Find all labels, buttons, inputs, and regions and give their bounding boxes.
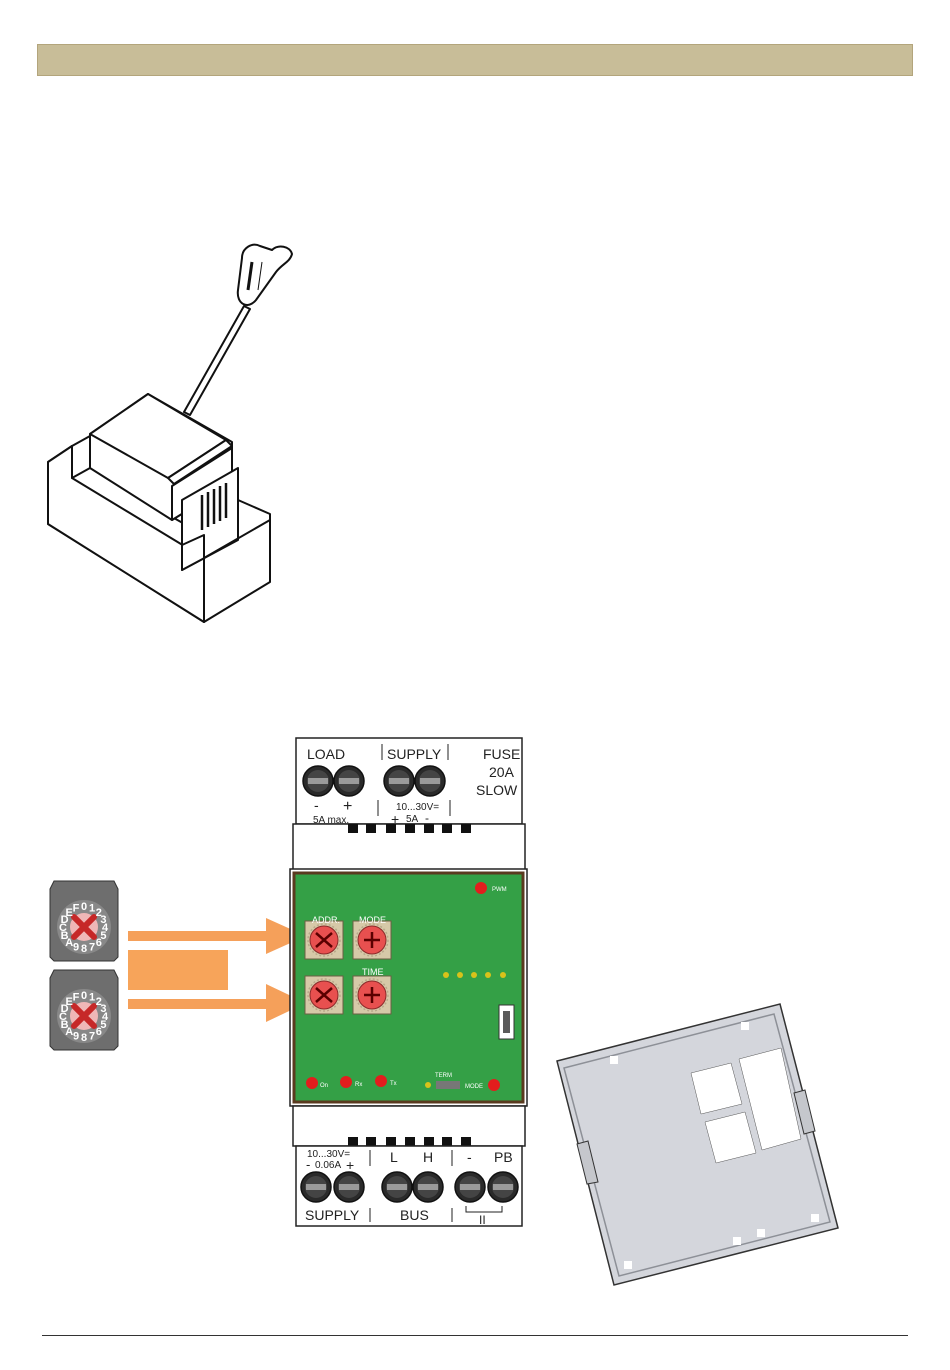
supply-plus-bottom-label: + [346,1157,354,1173]
supply-minus-bottom-label: - [306,1157,310,1172]
din-module: LOAD SUPPLY FUSE 20A SLOW - + 5A max. 10… [290,738,527,1227]
pb-label: PB [494,1149,513,1165]
rotary-digit: 1 [89,992,95,1004]
rotary-digit: 9 [73,941,79,953]
supply-minus-top-label: - [425,811,429,825]
addr-label: ADDR. [312,915,340,925]
rotary-digit: F [73,903,80,915]
rotary-digit: F [73,992,80,1004]
rotary-digit: 0 [81,990,87,1002]
rotary-digit: 1 [89,903,95,915]
mode-small-label: MODE [465,1084,483,1090]
fuse-type-label: SLOW [476,782,518,798]
led-rx-label: Rx [355,1082,362,1088]
rotary-digit: 6 [96,937,102,949]
module-with-screwdriver-illustration [48,245,292,622]
time-label: TIME [362,967,384,977]
rotary-digit: 8 [81,943,87,955]
bus-label: BUS [400,1207,429,1223]
led-tx-label: Tx [390,1081,397,1087]
rotary-digit: 7 [89,941,95,953]
rotary-digit: 8 [81,1032,87,1044]
pb-minus-label: - [467,1149,472,1165]
load-max-label: 5A max. [313,815,349,826]
fuse-rating-label: 20A [489,764,515,780]
load-plus-label: + [343,798,352,815]
supply-plus-top-label: + [391,811,399,827]
term-label: TERM [435,1073,452,1079]
pushbutton-symbol: II [479,1213,486,1227]
orange-arrows [128,918,306,1022]
pwm-label: PWM [492,887,507,893]
rotary-digit: 0 [81,901,87,913]
bus-h-label: H [423,1149,433,1165]
load-minus-label: - [314,797,319,813]
supply-current-bottom-label: 0.06A [315,1160,341,1171]
rotary-digit: 6 [96,1026,102,1038]
cover-plate-illustration [557,1004,838,1285]
supply-top-label: SUPPLY [387,746,442,762]
footer-divider-line [42,1335,908,1336]
mode-label: MODE [359,915,386,925]
bus-l-label: L [390,1149,398,1165]
rotary-digit: 7 [89,1030,95,1042]
supply-voltage-top-label: 10...30V= [396,802,439,813]
rotary-digit: 9 [73,1030,79,1042]
supply-voltage-bottom-label: 10...30V= [307,1149,350,1160]
led-on-label: On [320,1083,328,1089]
load-label: LOAD [307,746,345,762]
supply-current-top-label: 5A [406,814,419,825]
fuse-label: FUSE [483,746,520,762]
supply-bottom-label: SUPPLY [305,1207,360,1223]
